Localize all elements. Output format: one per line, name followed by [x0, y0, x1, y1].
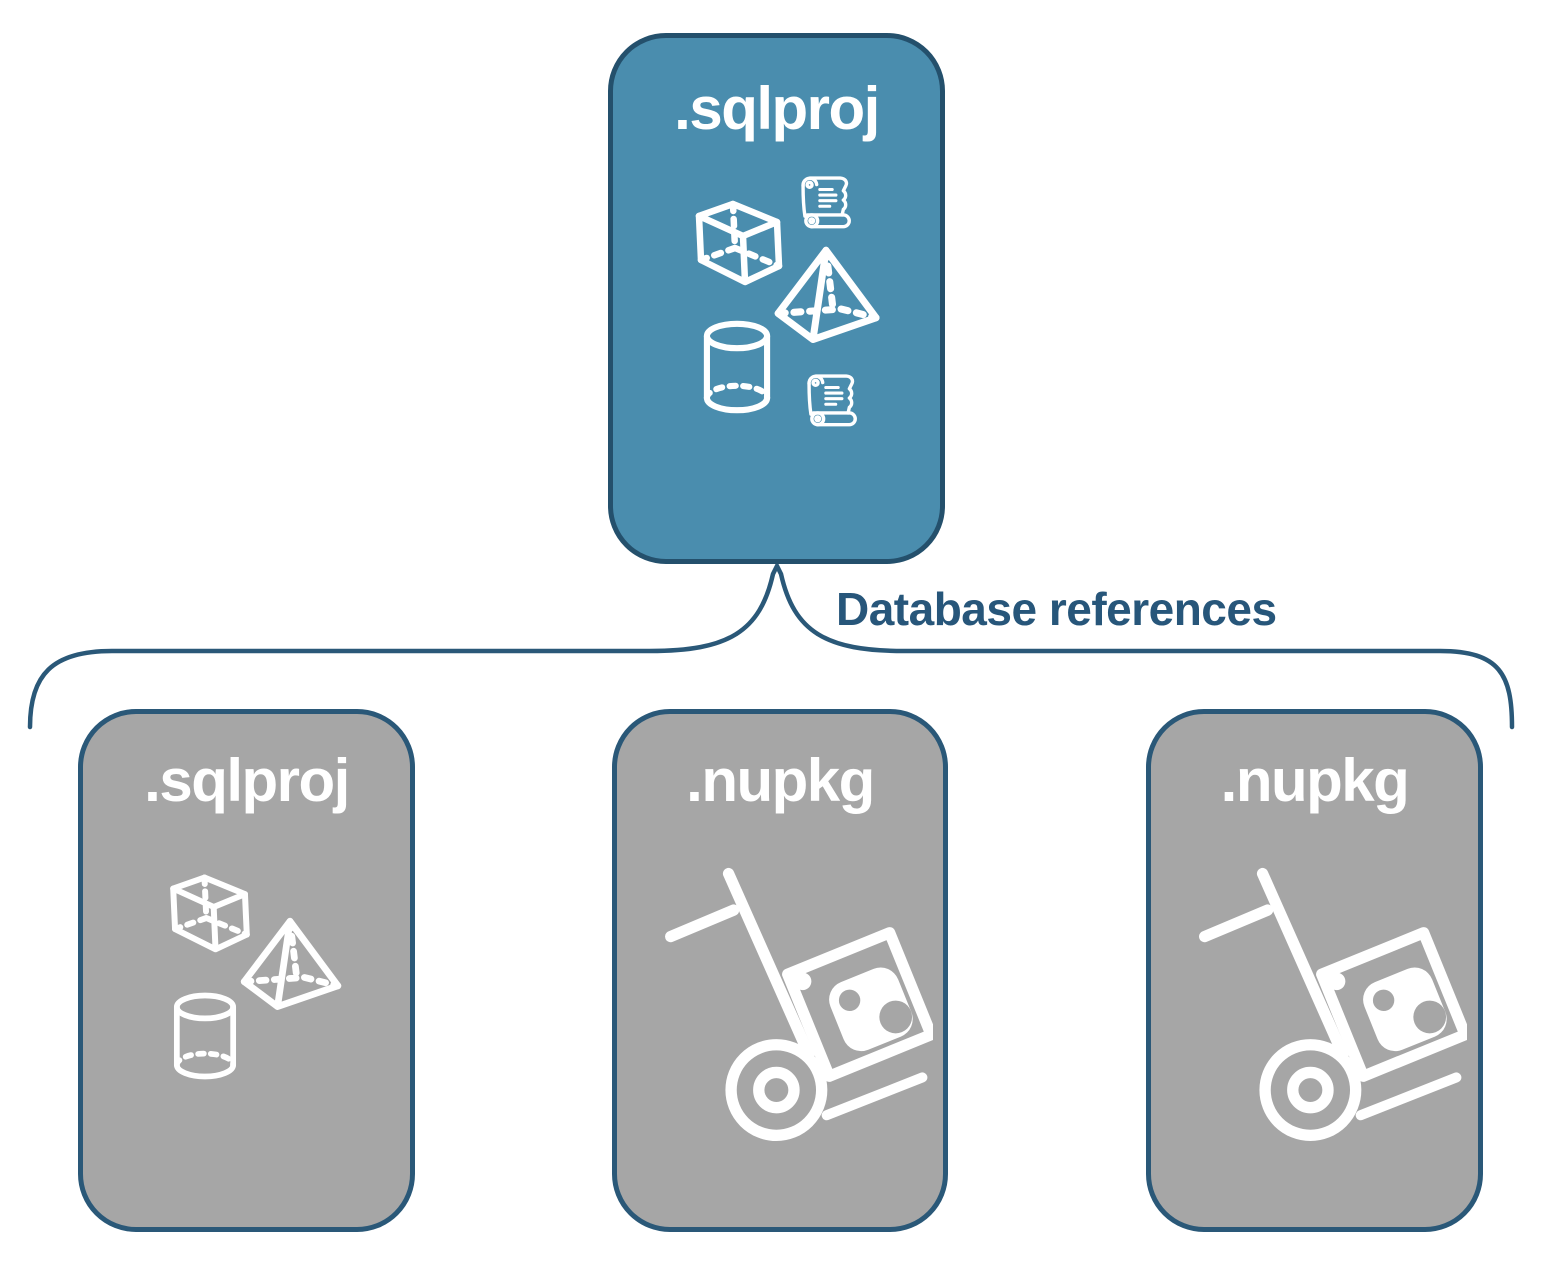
node-title: .nupkg: [686, 747, 875, 814]
scroll-icon: [801, 372, 863, 434]
node-sqlproj-child: .sqlproj: [78, 709, 415, 1232]
node-nupkg-child-2: .nupkg: [1146, 709, 1483, 1232]
node-title: .sqlproj: [144, 747, 350, 814]
pyramid-icon: [771, 246, 881, 346]
node-nupkg-child-1: .nupkg: [612, 709, 948, 1232]
scroll-icon: [795, 174, 857, 236]
cylinder-icon: [699, 320, 775, 414]
node-title: .sqlproj: [674, 75, 880, 142]
node-sqlproj-parent: .sqlproj: [608, 33, 945, 564]
cylinder-icon: [169, 992, 241, 1080]
nuget-handtruck-icon: [1189, 856, 1467, 1158]
connector-label: Database references: [836, 583, 1277, 635]
node-title: .nupkg: [1220, 747, 1410, 814]
pyramid-icon: [238, 917, 342, 1013]
nuget-handtruck-icon: [655, 856, 933, 1158]
